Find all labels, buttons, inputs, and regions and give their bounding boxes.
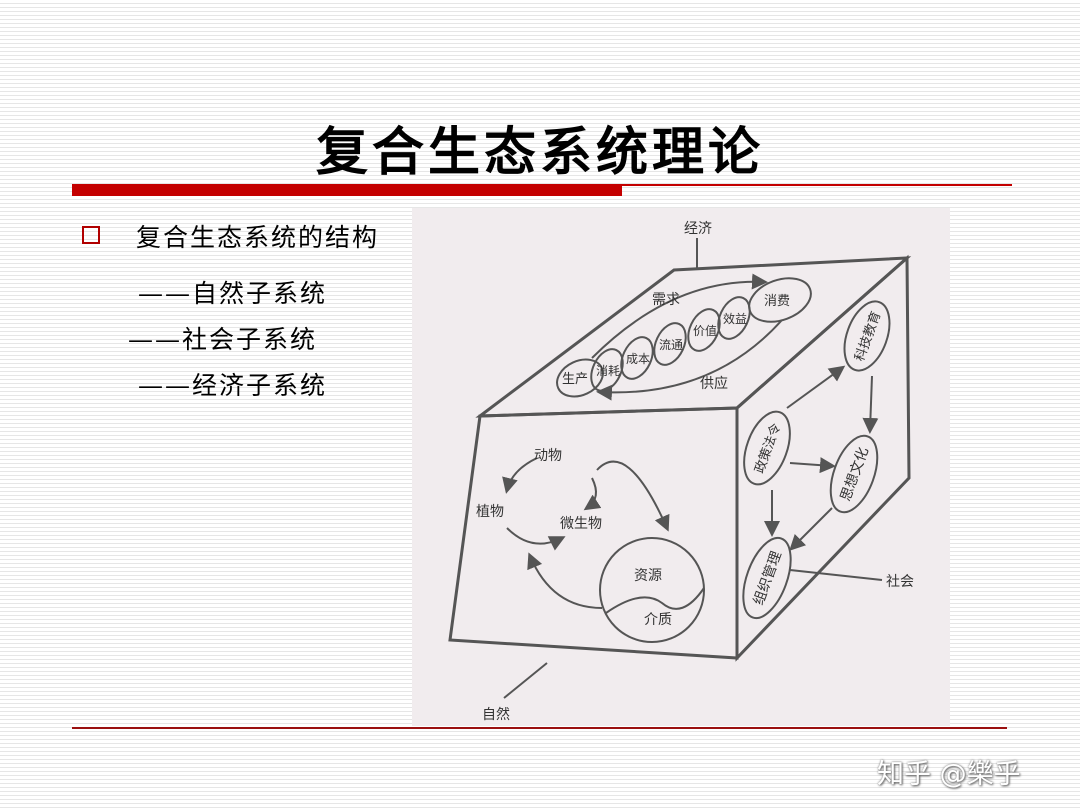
title-rule-thick xyxy=(72,184,622,196)
loop-label-4: 效益 xyxy=(723,311,747,326)
loop-label-0: 消耗 xyxy=(596,364,620,378)
nature-arrow-4 xyxy=(527,552,603,609)
bullet-box xyxy=(82,226,100,244)
consumption-label: 消费 xyxy=(764,294,790,309)
corner-label-economy: 经济 xyxy=(684,221,712,237)
bottom-rule xyxy=(72,727,1007,729)
loop-label-1: 成本 xyxy=(626,352,650,366)
demand-label: 需求 xyxy=(652,292,680,308)
corner-label-nature: 自然 xyxy=(482,706,510,723)
nature-face xyxy=(502,457,705,643)
resource-divider xyxy=(605,587,705,614)
resource-circle xyxy=(599,537,705,643)
loop-ellipse-4 xyxy=(717,296,751,340)
nature-arrow-5 xyxy=(583,477,602,511)
supply-arrow xyxy=(596,319,783,401)
org-management-ellipse xyxy=(742,536,792,620)
society-face xyxy=(742,300,891,620)
animals-label: 动物 xyxy=(534,448,562,464)
loop-label-3: 价值 xyxy=(693,323,717,338)
society-arrow-4 xyxy=(789,507,833,551)
nature-arrow-1 xyxy=(502,457,538,494)
subitem-society: ——社会子系统 xyxy=(128,325,318,354)
loop-label-2: 流通 xyxy=(659,338,683,352)
society-arrow-1 xyxy=(786,365,846,409)
society-leader-line xyxy=(789,569,883,581)
loop-ellipse-2 xyxy=(653,322,687,366)
subitem-nature: ——自然子系统 xyxy=(138,279,328,308)
economy-face xyxy=(556,273,812,401)
nature-leader-line xyxy=(503,662,548,699)
nature-arrow-3 xyxy=(596,460,670,532)
nature-arrow-2 xyxy=(506,527,566,551)
policy-law-ellipse xyxy=(743,410,791,486)
society-arrow-5 xyxy=(789,457,836,474)
supply-label: 供应 xyxy=(700,375,728,392)
watermark: 知乎 @樂乎 xyxy=(877,759,1021,790)
microbes-label: 微生物 xyxy=(560,516,602,532)
society-arrow-2 xyxy=(862,375,879,434)
corner-label-society: 社会 xyxy=(886,574,914,590)
structure-heading: 复合生态系统的结构 xyxy=(136,223,380,252)
medium-label: 介质 xyxy=(644,612,672,628)
slide-title: 复合生态系统理论 xyxy=(315,122,764,183)
loop-ellipse-1 xyxy=(620,336,654,380)
ecosystem-cube-diagram: 经济 需求 供应 生产 消费 消耗 成本 流通 价值 效益 xyxy=(412,208,950,726)
cube-outline xyxy=(448,254,912,662)
production-ellipse xyxy=(556,358,604,398)
loop-ellipse-3 xyxy=(687,308,721,352)
production-label: 生产 xyxy=(562,372,588,387)
resources-label: 资源 xyxy=(634,568,662,584)
demand-arrow xyxy=(591,273,768,359)
title-rule-thin xyxy=(622,184,1012,186)
tech-edu-ellipse xyxy=(843,300,891,372)
subitem-economy: ——经济子系统 xyxy=(138,371,328,400)
plants-label: 植物 xyxy=(476,504,504,520)
